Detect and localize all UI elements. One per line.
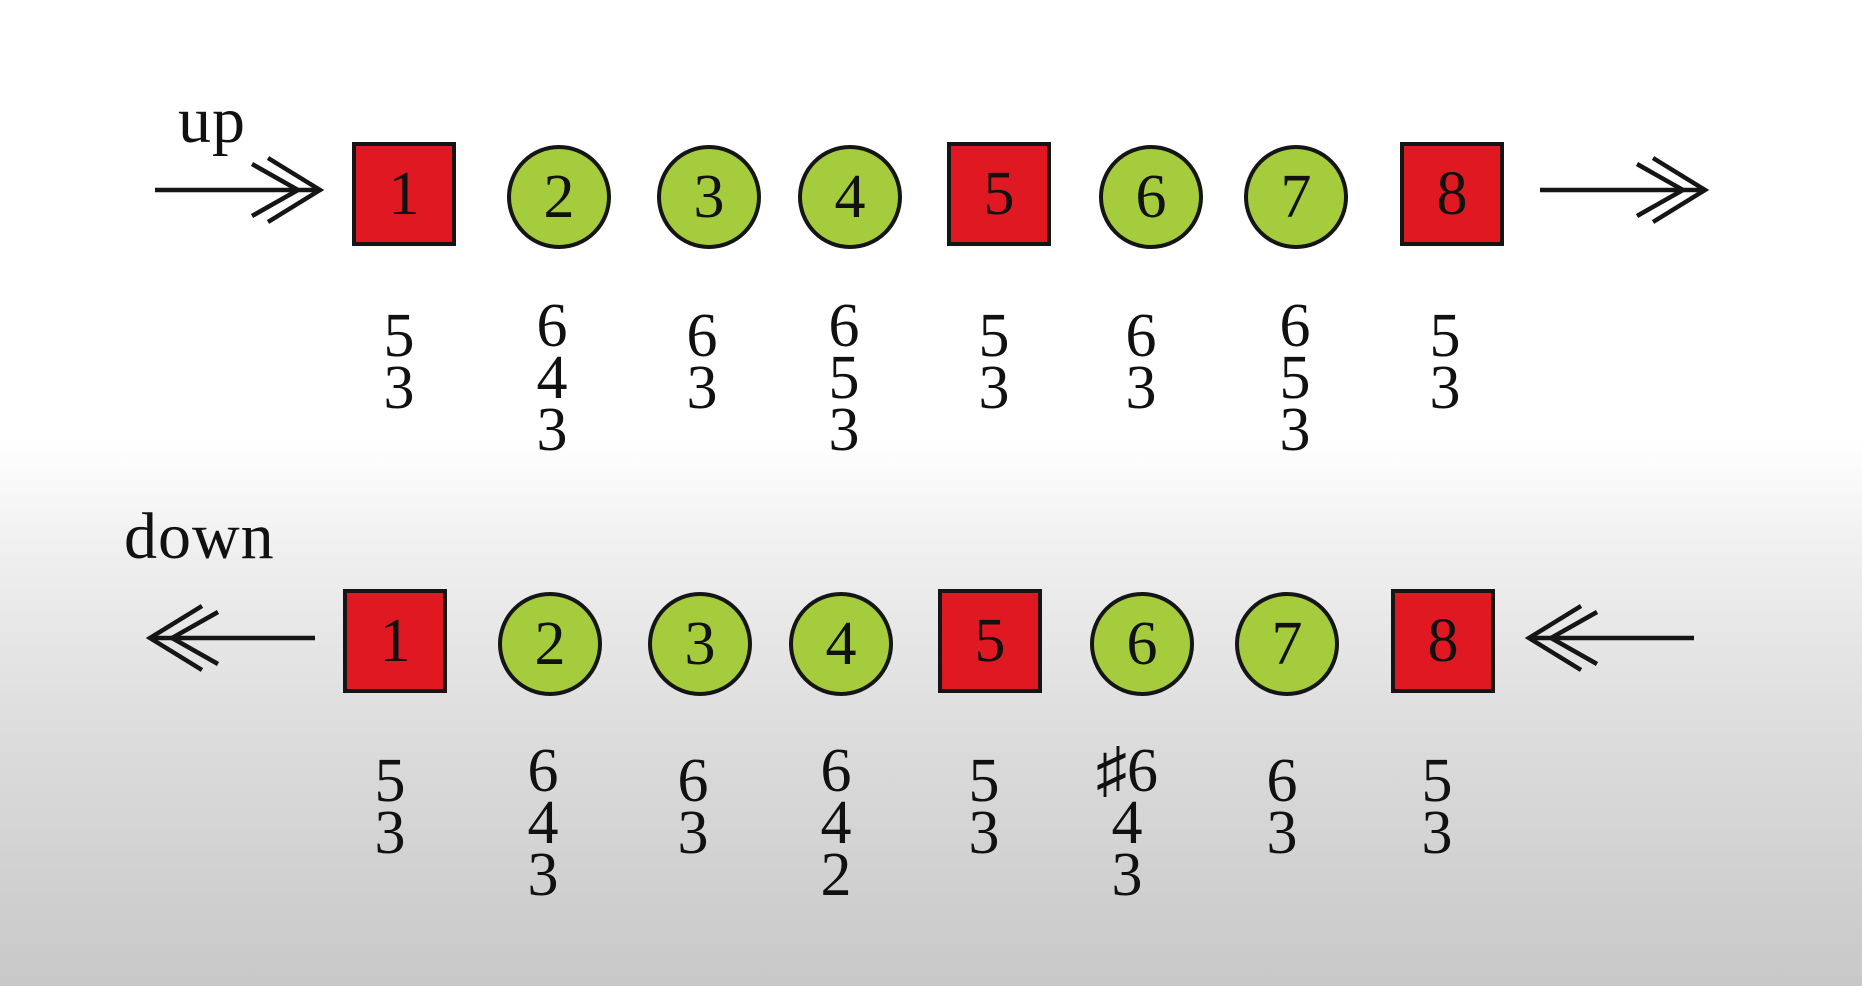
figure-number: 5 — [978, 302, 1010, 370]
figure-column: 6 4 3 — [488, 737, 598, 909]
figure-number: 6 — [1279, 292, 1311, 360]
degree-2-circle: 2 — [498, 592, 602, 696]
figure-column: 6 5 3 — [1240, 292, 1350, 464]
figure-number: 3 — [374, 799, 406, 867]
figure-number: 6 — [536, 292, 568, 360]
figure-number: 3 — [1421, 799, 1453, 867]
direction-label-down: down — [124, 500, 275, 573]
arrow-right-icon — [155, 156, 325, 224]
figure-number: 6 — [828, 292, 860, 360]
figure-number: 3 — [1266, 799, 1298, 867]
figure-number: 6 — [677, 747, 709, 815]
degree-8-square: 8 — [1391, 589, 1495, 693]
degree-1-square: 1 — [352, 142, 456, 246]
figure-number: 3 — [536, 396, 568, 464]
figure-column: 6 3 — [647, 302, 757, 422]
figure-number: 6 — [820, 737, 852, 805]
degree-7-circle: 7 — [1244, 145, 1348, 249]
figure-number: 3 — [1279, 396, 1311, 464]
degree-7-circle: 7 — [1235, 592, 1339, 696]
degree-5-square: 5 — [947, 142, 1051, 246]
figure-number: 3 — [1111, 841, 1143, 909]
figure-number: 3 — [677, 799, 709, 867]
figure-number: 5 — [1421, 747, 1453, 815]
figure-number: 5 — [383, 302, 415, 370]
figure-number: 4 — [1111, 789, 1143, 857]
degree-6-circle: 6 — [1090, 592, 1194, 696]
figure-number: 5 — [1429, 302, 1461, 370]
figure-number: 3 — [978, 354, 1010, 422]
degree-2-circle: 2 — [507, 145, 611, 249]
degree-3-circle: 3 — [657, 145, 761, 249]
figure-number: 5 — [1279, 344, 1311, 412]
figure-number: 3 — [383, 354, 415, 422]
figure-column: 5 3 — [1390, 302, 1500, 422]
figure-number: ♯6 — [1096, 737, 1158, 805]
degree-8-square: 8 — [1400, 142, 1504, 246]
figure-column: 5 3 — [1382, 747, 1492, 867]
degree-1-square: 1 — [343, 589, 447, 693]
figure-number: 6 — [1125, 302, 1157, 370]
degree-4-circle: 4 — [789, 592, 893, 696]
figure-column: ♯6 4 3 — [1072, 737, 1182, 909]
figure-column: 6 3 — [638, 747, 748, 867]
figure-number: 5 — [374, 747, 406, 815]
arrow-left-icon — [145, 604, 315, 672]
figure-column: 6 4 2 — [781, 737, 891, 909]
figure-column: 6 5 3 — [789, 292, 899, 464]
direction-label-up: up — [178, 84, 246, 157]
arrow-right-icon — [1540, 156, 1710, 224]
figure-column: 6 3 — [1086, 302, 1196, 422]
figure-number: 3 — [1429, 354, 1461, 422]
figure-number: 2 — [820, 841, 852, 909]
figure-number: 5 — [968, 747, 1000, 815]
figure-number: 4 — [536, 344, 568, 412]
figure-number: 6 — [1266, 747, 1298, 815]
degree-4-circle: 4 — [798, 145, 902, 249]
figure-number: 3 — [828, 396, 860, 464]
figure-number: 3 — [527, 841, 559, 909]
figure-number: 3 — [968, 799, 1000, 867]
figure-column: 6 4 3 — [497, 292, 607, 464]
figure-number: 4 — [820, 789, 852, 857]
degree-3-circle: 3 — [648, 592, 752, 696]
figure-number: 6 — [686, 302, 718, 370]
figure-number: 5 — [828, 344, 860, 412]
degree-6-circle: 6 — [1099, 145, 1203, 249]
figure-number: 3 — [686, 354, 718, 422]
degree-5-square: 5 — [938, 589, 1042, 693]
figure-number: 6 — [527, 737, 559, 805]
arrow-left-icon — [1524, 604, 1694, 672]
figure-number: 4 — [527, 789, 559, 857]
figure-number: 3 — [1125, 354, 1157, 422]
figure-column: 5 3 — [939, 302, 1049, 422]
figure-column: 5 3 — [344, 302, 454, 422]
figure-column: 6 3 — [1227, 747, 1337, 867]
figure-column: 5 3 — [929, 747, 1039, 867]
figure-column: 5 3 — [335, 747, 445, 867]
